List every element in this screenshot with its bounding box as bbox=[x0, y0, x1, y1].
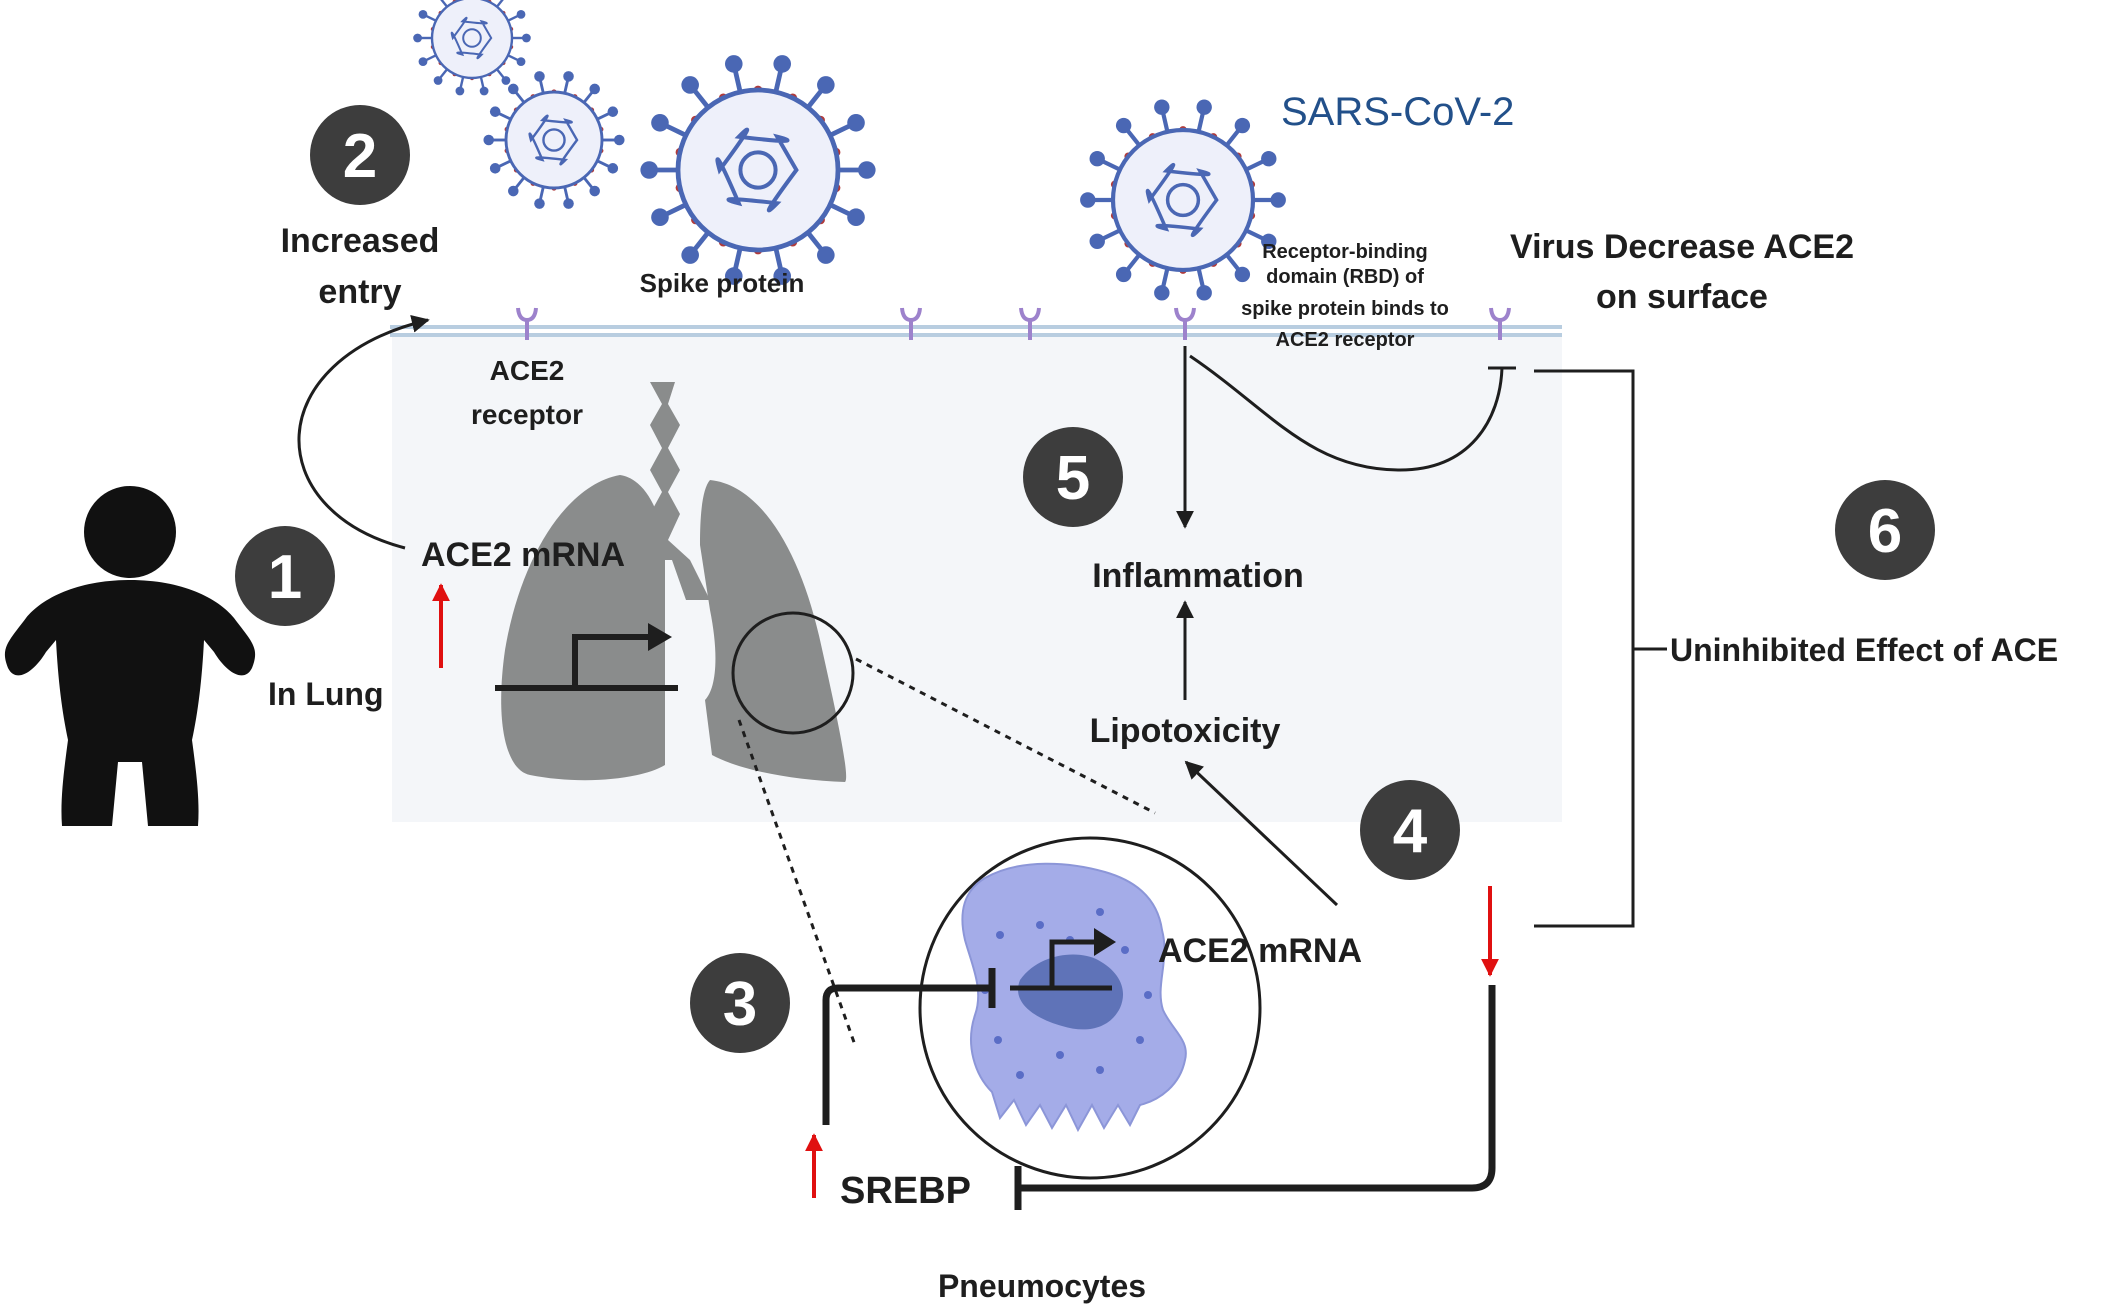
rbd-label: ACE2 receptor bbox=[1276, 329, 1415, 351]
uninhibited-effect-label: Uninhibited Effect of ACE bbox=[1670, 632, 2058, 668]
step-number: 4 bbox=[1393, 797, 1428, 866]
ace2-receptor-label: ACE2 bbox=[490, 355, 565, 386]
step-number: 2 bbox=[343, 122, 377, 191]
sars-cov-2-title: SARS-CoV-2 bbox=[1281, 90, 1514, 134]
step-badge-5: 5 bbox=[1023, 427, 1123, 527]
rbd-label: domain (RBD) of bbox=[1266, 266, 1424, 288]
pneumocyte-cell bbox=[918, 836, 1262, 1180]
step-number: 6 bbox=[1868, 497, 1902, 566]
lipotoxicity-label: Lipotoxicity bbox=[1090, 712, 1281, 750]
step-badge-2: 2 bbox=[310, 105, 410, 205]
virus-icon bbox=[1080, 99, 1286, 301]
spike-protein-label: Spike protein bbox=[640, 268, 805, 298]
step-badge-3: 3 bbox=[690, 953, 790, 1053]
increased-entry-label: entry bbox=[318, 273, 401, 311]
virus-decrease-label: on surface bbox=[1596, 278, 1768, 316]
virus-icon bbox=[483, 71, 625, 209]
virus-icon bbox=[640, 55, 876, 285]
step-number: 3 bbox=[723, 970, 757, 1039]
increased-entry-label: Increased bbox=[281, 222, 440, 260]
inhibition-lines bbox=[822, 968, 1496, 1210]
ace2-mrna-cell-label: ACE2 mRNA bbox=[1158, 932, 1362, 970]
step-badge-4: 4 bbox=[1360, 780, 1460, 880]
virus-decrease-label: Virus Decrease ACE2 bbox=[1510, 228, 1854, 266]
rbd-label: Receptor-binding bbox=[1262, 241, 1428, 263]
ace2-mrna-lung-label: ACE2 mRNA bbox=[421, 536, 625, 574]
zoom-lines bbox=[737, 657, 1156, 1046]
virus-icon bbox=[413, 0, 531, 96]
step-badge-6: 6 bbox=[1835, 480, 1935, 580]
lungs-icon bbox=[495, 382, 855, 782]
pathway-arrows bbox=[297, 315, 1667, 928]
ace2-receptor-label: receptor bbox=[471, 399, 583, 430]
in-lung-label: In Lung bbox=[268, 676, 384, 712]
step-number: 1 bbox=[268, 543, 302, 612]
step-badge-1: 1 bbox=[235, 526, 335, 626]
srebp-label: SREBP bbox=[840, 1170, 971, 1212]
rbd-label: spike protein binds to bbox=[1241, 298, 1449, 320]
step-number: 5 bbox=[1056, 444, 1090, 513]
cell-membrane bbox=[390, 325, 1562, 337]
zoom-circle bbox=[731, 611, 855, 735]
obese-person-icon bbox=[4, 486, 256, 826]
pneumocytes-label: Pneumocytes bbox=[938, 1268, 1146, 1304]
inflammation-label: Inflammation bbox=[1092, 557, 1304, 595]
